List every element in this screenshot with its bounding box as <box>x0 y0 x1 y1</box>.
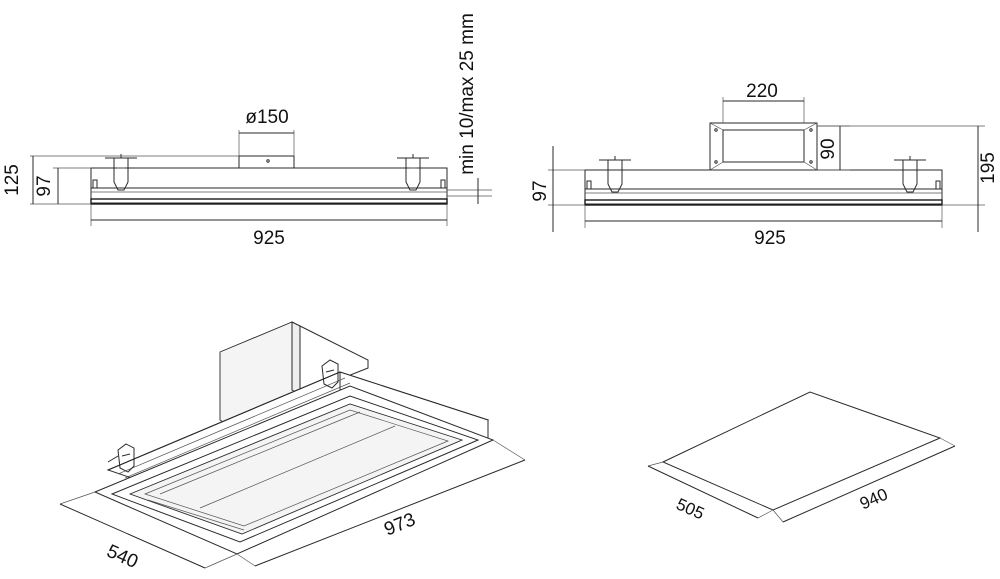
side-dim-body-height: 97 <box>530 180 551 201</box>
cutout-view: 505 940 <box>647 391 956 524</box>
front-right-bracket <box>397 154 429 191</box>
front-dim-ceiling-gap: min 10/max 25 mm <box>457 13 478 175</box>
front-body <box>90 167 448 204</box>
front-flange <box>90 198 448 205</box>
front-dim-125: 125 <box>2 164 23 196</box>
iso-bracket-right <box>321 359 339 389</box>
side-dim-duct-width: 220 <box>746 81 778 102</box>
side-dim-total-height: 195 <box>978 152 999 184</box>
front-dim-diameter: ø150 <box>245 107 288 128</box>
side-body <box>584 169 943 205</box>
cutout-dim-length: 940 <box>857 485 891 514</box>
side-dim-width: 925 <box>754 228 786 249</box>
side-dim-duct-height: 90 <box>818 138 839 159</box>
front-dim-width: 925 <box>253 228 285 249</box>
side-right-bracket <box>894 156 926 193</box>
side-flange <box>584 199 943 206</box>
cutout-dim-depth: 505 <box>673 495 707 524</box>
side-duct-inner <box>722 129 805 163</box>
side-duct-outer <box>709 122 818 171</box>
side-view: 220 90 195 97 925 <box>530 81 999 249</box>
iso-dim-depth: 540 <box>103 541 141 573</box>
front-dim-97: 97 <box>34 175 55 196</box>
front-view: 125 97 ø150 min 10/max 25 mm 925 <box>2 13 492 249</box>
iso-panel <box>128 403 464 535</box>
front-duct <box>238 155 295 169</box>
iso-view: 540 973 <box>59 321 526 573</box>
iso-bracket-left <box>107 443 135 473</box>
side-left-bracket <box>599 156 631 193</box>
front-left-bracket <box>105 154 137 191</box>
